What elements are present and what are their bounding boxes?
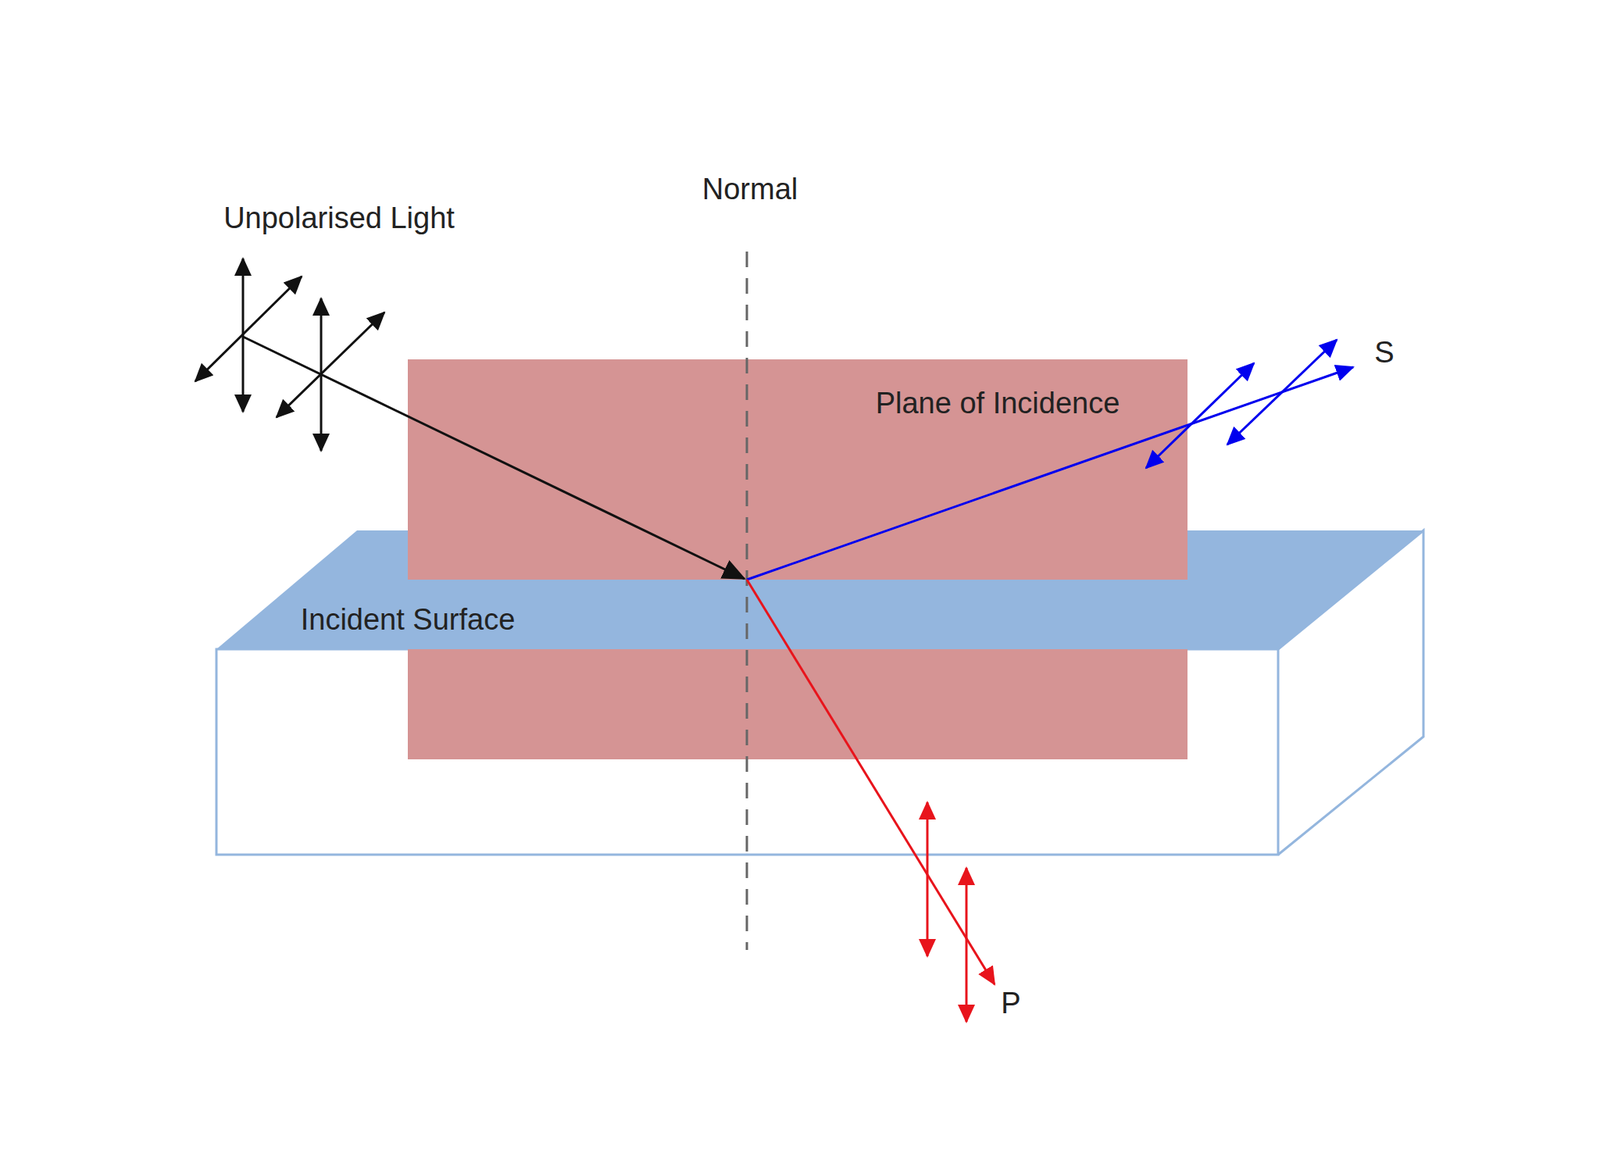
normal-line xyxy=(746,251,749,950)
text-label: Normal xyxy=(702,173,798,207)
e-vector xyxy=(195,276,302,382)
text-label: P xyxy=(1000,987,1021,1021)
p-vector xyxy=(926,802,929,957)
surface-region: Incident Surface xyxy=(216,530,1424,650)
s-vector xyxy=(1227,339,1337,445)
region-label: Incident Surface xyxy=(300,603,516,637)
text-label: Unpolarised Light xyxy=(223,202,455,236)
region-label: Plane of Incidence xyxy=(875,387,1121,421)
refracted-ray xyxy=(746,579,995,985)
plane-upper xyxy=(407,359,1188,580)
text-label: S xyxy=(1374,336,1394,370)
p-vector xyxy=(965,867,968,1022)
e-vector xyxy=(276,312,385,418)
reflected-ray xyxy=(746,367,1354,580)
s-vector xyxy=(1146,363,1254,468)
plane-region: Plane of Incidence xyxy=(407,359,1188,580)
incident-ray xyxy=(242,336,745,579)
